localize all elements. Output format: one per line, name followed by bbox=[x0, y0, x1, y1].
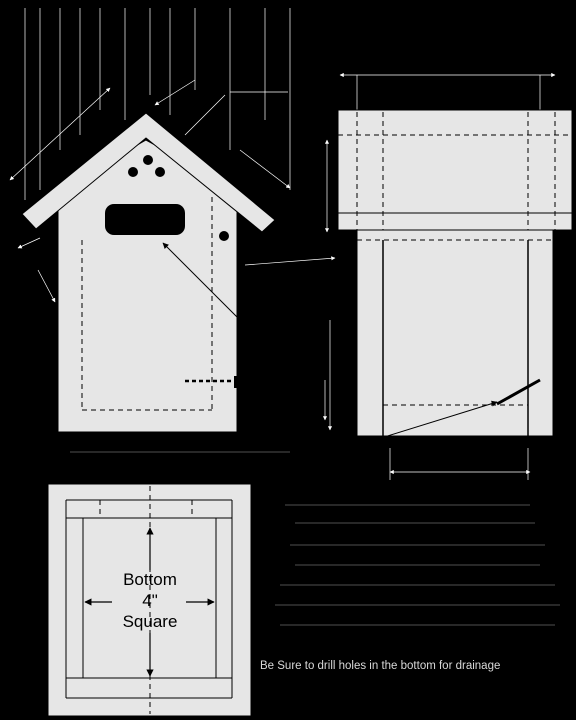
front-view bbox=[21, 112, 276, 433]
side-roof bbox=[337, 109, 573, 231]
pivot-nail-hole bbox=[219, 231, 229, 241]
bottom-view: Bottom 4" Square bbox=[47, 483, 252, 717]
faint-instruction-lines bbox=[70, 451, 560, 626]
drainage-note: Be Sure to drill holes in the bottom for… bbox=[260, 660, 500, 672]
vent-hole bbox=[143, 155, 153, 165]
side-panel bbox=[356, 229, 554, 437]
drain-nail bbox=[496, 378, 541, 406]
entrance-hole bbox=[105, 204, 185, 235]
bottom-label-title: Bottom bbox=[123, 570, 177, 589]
side-view bbox=[309, 109, 573, 461]
bottom-label-shape: Square bbox=[123, 612, 178, 631]
front-nail bbox=[185, 376, 311, 461]
leader-arrow bbox=[162, 242, 241, 321]
bottom-label-size: 4" bbox=[142, 591, 158, 610]
roof bbox=[21, 112, 276, 233]
vent-hole bbox=[128, 167, 138, 177]
vent-hole bbox=[155, 167, 165, 177]
dimension-lines bbox=[9, 8, 556, 480]
leader-arrow bbox=[309, 400, 498, 461]
